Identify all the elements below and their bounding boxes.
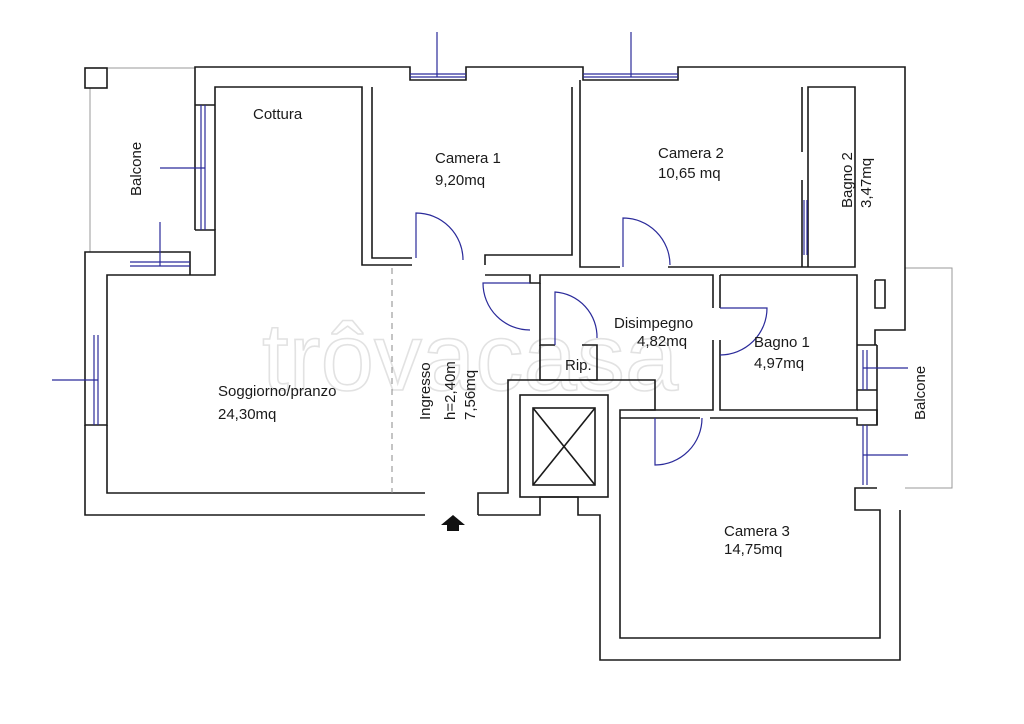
- label-ingresso-name: Ingresso: [417, 362, 434, 420]
- label-camera2-name: Camera 2: [658, 145, 724, 162]
- label-ingresso-area: 7,56mq: [462, 370, 479, 420]
- label-rip: Rip.: [565, 357, 592, 374]
- windows: [52, 32, 908, 485]
- label-camera3-name: Camera 3: [724, 523, 790, 540]
- label-cottura: Cottura: [253, 106, 303, 123]
- label-camera1-name: Camera 1: [435, 150, 501, 167]
- balcony-right: [905, 267, 953, 489]
- label-camera2-area: 10,65 mq: [658, 165, 721, 182]
- label-disimpegno-name: Disimpegno: [614, 315, 693, 332]
- label-balcone-right: Balcone: [912, 366, 929, 420]
- label-soggiorno-area: 24,30mq: [218, 406, 276, 423]
- label-camera3-area: 14,75mq: [724, 541, 782, 558]
- label-bagno2-area: 3,47mq: [858, 158, 875, 208]
- outer-walls: [84, 66, 906, 661]
- balcony-left: [89, 67, 195, 252]
- label-ingresso-height: h=2,40m: [442, 361, 459, 420]
- label-bagno1-area: 4,97mq: [754, 355, 804, 372]
- door-swings: [415, 212, 768, 466]
- label-camera1-area: 9,20mq: [435, 172, 485, 189]
- watermark-logo: trôvacasa: [262, 304, 679, 411]
- label-soggiorno-name: Soggiorno/pranzo: [218, 383, 336, 400]
- interior-walls: [484, 80, 886, 426]
- label-balcone-left: Balcone: [128, 142, 145, 196]
- elevator-shaft: [519, 394, 609, 498]
- label-disimpegno-area: 4,82mq: [637, 333, 687, 350]
- label-bagno2-name: Bagno 2: [839, 152, 856, 208]
- label-bagno1-name: Bagno 1: [754, 334, 810, 351]
- entrance-arrow-icon: [441, 515, 465, 531]
